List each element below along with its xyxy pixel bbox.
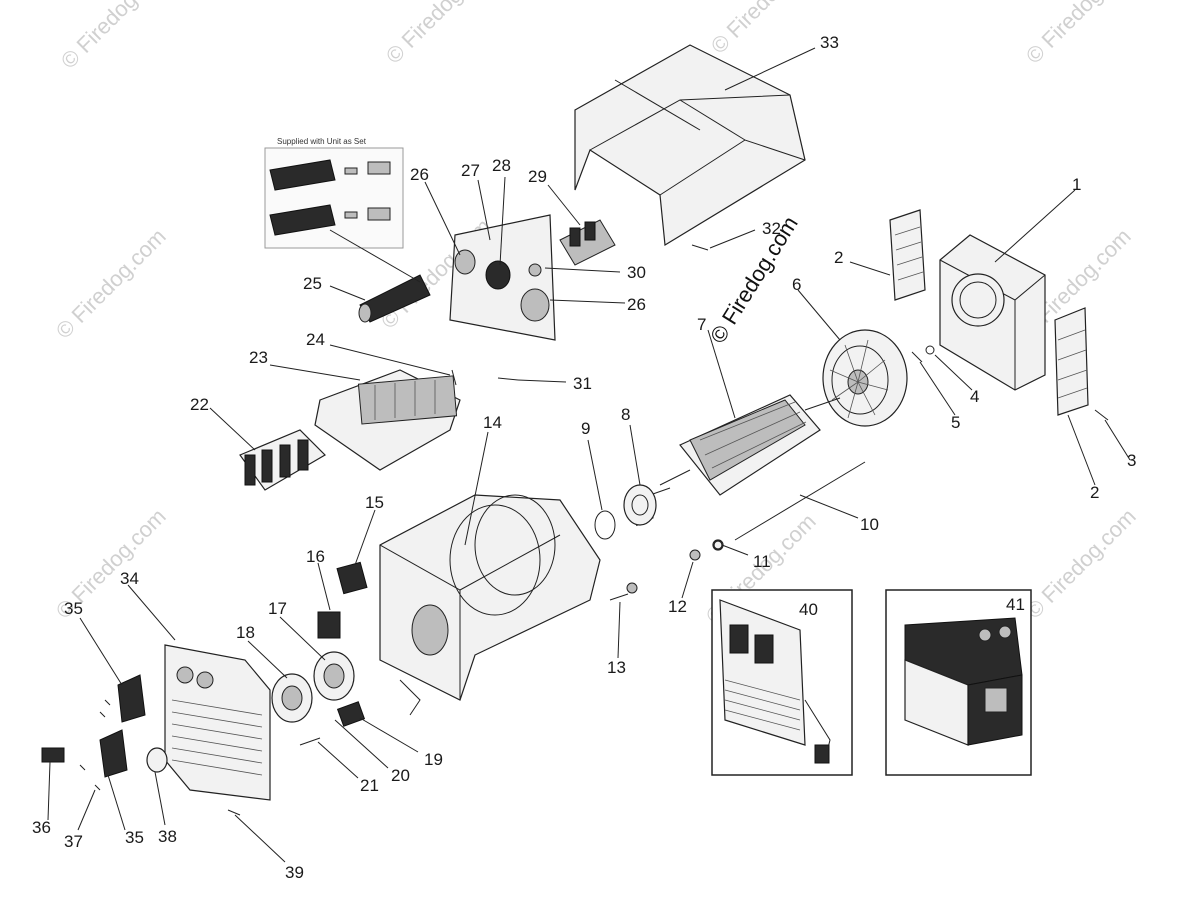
part-grille-upper xyxy=(889,209,926,301)
part-capacitor xyxy=(317,611,341,639)
callout-9: 9 xyxy=(581,419,590,438)
callout-36: 36 xyxy=(32,818,51,837)
part-stator-housing xyxy=(379,494,601,716)
part-screw-32 xyxy=(691,244,709,251)
callout-numbers: 33 1 2 2 3 4 5 6 7 8 9 10 11 12 13 14 15… xyxy=(32,33,1136,882)
part-receptacle-upper xyxy=(117,674,146,723)
callout-15: 15 xyxy=(365,493,384,512)
part-cooling-fan xyxy=(822,329,908,427)
callout-23: 23 xyxy=(249,348,268,367)
part-control-board xyxy=(314,369,461,471)
watermark: © Firedog.com xyxy=(1021,0,1141,69)
part-cap-38 xyxy=(146,747,168,773)
inset-panel-assembly xyxy=(711,589,853,776)
callout-27: 27 xyxy=(461,161,480,180)
callout-8: 8 xyxy=(621,405,630,424)
part-plug xyxy=(358,274,431,323)
part-front-panel xyxy=(449,214,556,341)
callout-26: 26 xyxy=(410,165,429,184)
part-screw-31 xyxy=(497,377,519,381)
callout-10: 10 xyxy=(860,515,879,534)
part-terminal-block xyxy=(239,429,326,491)
watermark: © Firedog.com xyxy=(56,0,176,74)
inset-caption: Supplied with Unit as Set xyxy=(277,137,367,146)
part-rectifier xyxy=(336,561,368,595)
part-grille-lower xyxy=(1054,307,1089,416)
callout-31: 31 xyxy=(573,374,592,393)
part-washer-11 xyxy=(713,540,723,550)
callout-6: 6 xyxy=(792,275,801,294)
callout-20: 20 xyxy=(391,766,410,785)
callout-11: 11 xyxy=(753,552,771,571)
leader-lines xyxy=(47,47,1131,863)
part-pulley-18 xyxy=(271,673,313,723)
callout-33: 33 xyxy=(820,33,839,52)
part-receptacle-lower xyxy=(99,729,128,778)
part-bolt-13 xyxy=(609,593,629,601)
watermark: © Firedog.com xyxy=(381,0,501,69)
part-end-frame xyxy=(939,234,1046,391)
part-end-panel xyxy=(164,644,271,801)
part-screw-3 xyxy=(1094,409,1109,421)
callout-24: 24 xyxy=(306,330,325,349)
watermark: © Firedog.com xyxy=(51,224,171,344)
callout-1: 1 xyxy=(1072,175,1081,194)
callout-26: 26 xyxy=(627,295,646,314)
part-screw-24 xyxy=(451,369,457,386)
callout-30: 30 xyxy=(627,263,646,282)
part-cover-hood xyxy=(574,44,806,247)
callout-39: 39 xyxy=(285,863,304,882)
part-pulley-17 xyxy=(313,651,355,701)
callout-4: 4 xyxy=(970,387,979,406)
callout-32: 32 xyxy=(762,219,781,238)
watermark: © Firedog.com xyxy=(1021,504,1141,624)
part-screws-37 xyxy=(79,699,111,791)
part-screw-39 xyxy=(227,809,241,816)
callout-19: 19 xyxy=(424,750,443,769)
part-screw-5 xyxy=(911,351,923,363)
callout-16: 16 xyxy=(306,547,325,566)
callout-37: 37 xyxy=(64,832,83,851)
part-selector-switch xyxy=(559,219,616,266)
callout-35: 35 xyxy=(125,828,144,847)
part-breaker-36 xyxy=(41,747,65,763)
callout-34: 34 xyxy=(120,569,139,588)
callout-41: 41 xyxy=(1006,595,1025,614)
callout-38: 38 xyxy=(158,827,177,846)
callout-35: 35 xyxy=(64,599,83,618)
callout-7: 7 xyxy=(697,315,706,334)
callout-18: 18 xyxy=(236,623,255,642)
part-rotor xyxy=(624,394,841,527)
callout-5: 5 xyxy=(951,413,960,432)
callout-13: 13 xyxy=(607,658,626,677)
part-ring xyxy=(594,510,616,540)
callout-14: 14 xyxy=(483,413,502,432)
callout-2: 2 xyxy=(834,248,843,267)
callout-21: 21 xyxy=(360,776,379,795)
watermark: © Firedog.com xyxy=(706,0,826,59)
part-screw-21 xyxy=(299,737,321,746)
callout-12: 12 xyxy=(668,597,687,616)
part-washer-4 xyxy=(925,345,935,355)
part-bearing xyxy=(623,484,657,526)
callout-3: 3 xyxy=(1127,451,1136,470)
callout-29: 29 xyxy=(528,167,547,186)
callout-17: 17 xyxy=(268,599,287,618)
brand-watermark: © Firedog.com xyxy=(705,212,803,348)
part-nut-12 xyxy=(626,549,701,594)
inset-accessories: Supplied with Unit as Set xyxy=(264,137,404,249)
callout-25: 25 xyxy=(303,274,322,293)
part-switch xyxy=(336,701,366,727)
callout-22: 22 xyxy=(190,395,209,414)
callout-2: 2 xyxy=(1090,483,1099,502)
inset-complete-unit xyxy=(885,589,1032,776)
callout-28: 28 xyxy=(492,156,511,175)
callout-40: 40 xyxy=(799,600,818,619)
